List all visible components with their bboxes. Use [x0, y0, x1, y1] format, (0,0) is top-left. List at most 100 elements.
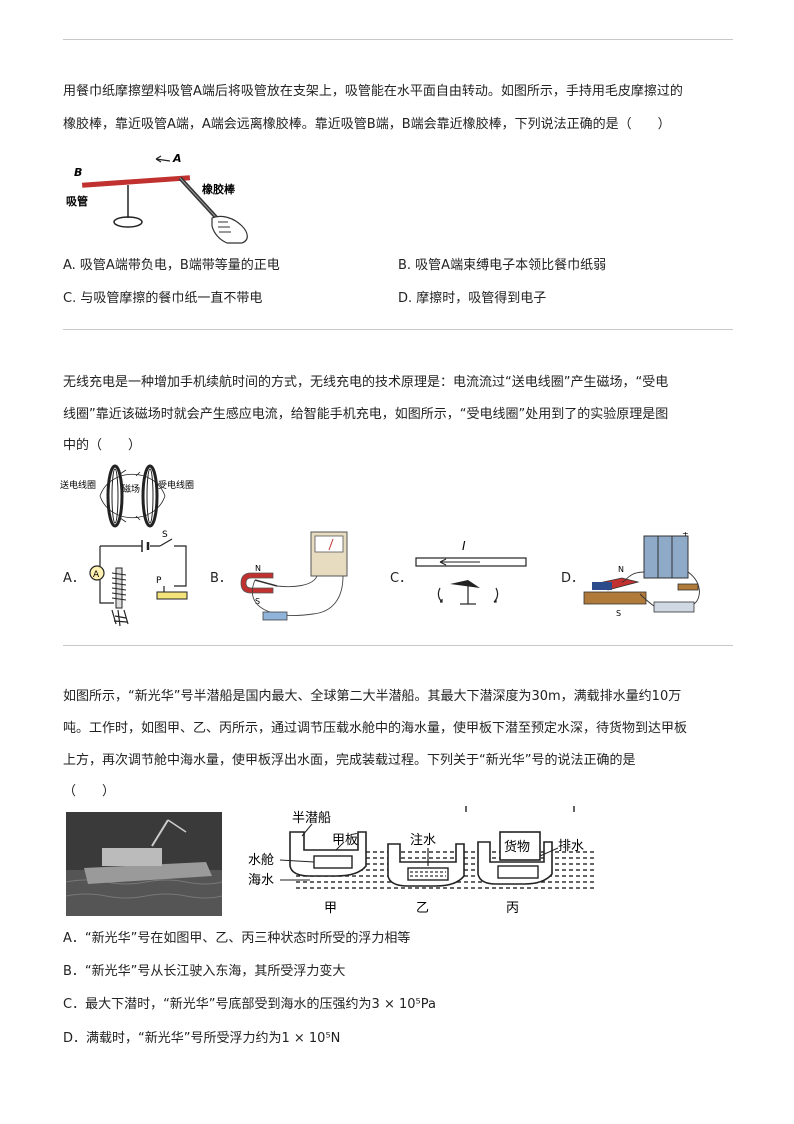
label-field: 磁场	[122, 483, 140, 495]
current-arrow-icon	[439, 558, 480, 566]
arrow-icon	[155, 155, 171, 163]
label-cargo: 货物	[504, 839, 530, 855]
hand-fingers	[218, 221, 231, 233]
label-current: I	[462, 539, 466, 553]
q2-option-d-letter[interactable]: D．	[561, 571, 585, 586]
label-jia: 甲	[324, 901, 337, 916]
q3-option-d[interactable]: D．满载时，“新光华”号所受浮力约为1 × 10⁵N	[63, 1031, 341, 1046]
ship-pointer	[301, 823, 313, 837]
label-sea: 海水	[248, 873, 274, 888]
photo-ship-hull	[84, 862, 212, 884]
rheostat	[653, 601, 695, 613]
rotate-left-icon	[437, 587, 443, 603]
coil-turns	[111, 572, 127, 601]
q3-option-a[interactable]: A．“新光华”号在如图甲、乙、丙三种状态时所受的浮力相等	[63, 931, 411, 946]
q2-option-b-figure[interactable]: N S	[233, 528, 363, 628]
label-p: P	[156, 576, 162, 586]
q2-stem-line3: 中的（ ）	[63, 438, 142, 453]
wire-loop	[251, 575, 344, 616]
q2-option-a-figure[interactable]: S A P	[82, 528, 192, 628]
q3-option-b[interactable]: B．“新光华”号从长江驶入东海，其所受浮力变大	[63, 964, 346, 979]
galvanometer-dial	[314, 535, 344, 553]
label-ammeter: A	[93, 570, 100, 580]
rheostat	[156, 591, 188, 600]
battery-pack	[643, 535, 689, 579]
q3-stem-line2: 吨。工作时，如图甲、乙、丙所示，通过调节压载水舱中的海水量，使甲板下潜至预定水深…	[63, 721, 688, 736]
q3-stem-line4: （ ）	[63, 784, 116, 799]
compass-needle	[450, 580, 480, 588]
q2-option-c-letter[interactable]: C．	[390, 571, 413, 586]
label-recv: 受电线圈	[158, 479, 194, 491]
drain-pointer	[539, 847, 559, 857]
label-s: S	[255, 597, 260, 606]
label-b: B	[74, 166, 82, 179]
clips-icon	[111, 609, 129, 627]
deck-pointer	[335, 841, 345, 851]
straw	[81, 175, 191, 188]
u-magnet	[240, 572, 274, 594]
q1-option-d[interactable]: D. 摩擦时，吸管得到电子	[398, 291, 547, 306]
label-n: N	[255, 564, 261, 573]
q1-stem-line1: 用餐巾纸摩擦塑料吸管A端后将吸管放在支架上，吸管能在水平面自由转动。如图所示，手…	[63, 84, 683, 99]
switch-base	[262, 611, 288, 621]
photo-crane	[151, 819, 169, 847]
top-ticks	[465, 806, 575, 812]
label-inject: 注水	[410, 833, 436, 848]
q3-option-c[interactable]: C．最大下潜时，“新光华”号底部受到海水的压强约为3 × 10⁵Pa	[63, 997, 436, 1012]
q1-option-c[interactable]: C. 与吸管摩擦的餐巾纸一直不带电	[63, 291, 263, 306]
label-drain: 排水	[558, 839, 584, 854]
label-rod: 橡胶棒	[202, 182, 236, 196]
tank-jia	[313, 855, 353, 869]
label-a: A	[172, 152, 182, 165]
label-n: N	[618, 565, 624, 574]
q1-option-b[interactable]: B. 吸管A端束缚电子本领比餐巾纸弱	[398, 258, 607, 273]
q1-option-a[interactable]: A. 吸管A端带负电，B端带等量的正电	[63, 258, 280, 273]
recv-coil	[141, 464, 159, 528]
tank-bing	[497, 865, 539, 879]
galvanometer-needle	[328, 538, 334, 551]
label-tank: 水舱	[248, 853, 274, 868]
cargo-box	[499, 831, 541, 861]
label-bing: 丙	[506, 901, 519, 916]
label-straw: 吸管	[66, 194, 88, 208]
circuit-wire	[99, 545, 187, 604]
divider-top	[63, 39, 733, 40]
q2-option-b-letter[interactable]: B．	[210, 571, 232, 586]
send-coil-inner	[111, 468, 119, 524]
q3-ship-photo	[66, 812, 222, 916]
q2-stem-line1: 无线充电是一种增加手机续航时间的方式，无线充电的技术原理是：电流流过“送电线圈”…	[63, 375, 669, 390]
switch-base	[677, 583, 699, 591]
q3-stem-line3: 上方，再次调节舱中海水量，使甲板浮出水面，完成装载过程。下列关于“新光华”号的说…	[63, 753, 636, 768]
q2-option-c-figure[interactable]: I	[410, 532, 535, 612]
tank-yi	[407, 867, 449, 881]
ammeter-icon	[89, 565, 105, 581]
label-send: 送电线圈	[60, 479, 96, 491]
circuit-wire	[621, 571, 700, 607]
hand-icon	[211, 215, 248, 244]
tank-pointer	[279, 859, 315, 863]
q2-coil-figure: 送电线圈 磁场 受电线圈	[60, 464, 194, 528]
label-switch: S	[162, 530, 168, 540]
q1-stem-line2: 橡胶棒，靠近吸管A端，A端会远离橡胶棒。靠近吸管B端，B端会靠近橡胶棒，下列说法…	[63, 117, 671, 132]
label-plus: +	[682, 532, 689, 538]
tank-yi-water	[410, 871, 446, 877]
electromagnet	[115, 567, 123, 609]
q1-straw-figure: B A 吸管 橡胶棒	[66, 152, 248, 244]
rotate-right-icon	[493, 587, 499, 603]
q2-option-a-letter[interactable]: A．	[63, 571, 85, 586]
divider-1	[63, 329, 733, 330]
send-coil	[106, 464, 124, 528]
q2-stem-line2: 线圈”靠近该磁场时就会产生感应电流，给智能手机充电，如图所示，“受电线圈”处用到…	[63, 407, 669, 422]
wood-base	[583, 591, 647, 605]
magnet-pole	[592, 582, 612, 590]
label-yi: 乙	[416, 901, 429, 916]
battery-cells	[657, 536, 673, 578]
q3-ship-diagram: 半潜船 甲板 水舱 海水 注水 货物 排水 甲 乙 丙	[248, 806, 596, 916]
photo-ship-cargo	[102, 848, 162, 866]
field-lines	[99, 474, 166, 518]
divider-2	[63, 645, 733, 646]
label-ship: 半潜船	[292, 811, 331, 826]
q2-option-d-figure[interactable]: + N S	[578, 532, 708, 620]
recv-coil-inner	[146, 468, 154, 524]
photo-crane-arm	[167, 819, 187, 833]
